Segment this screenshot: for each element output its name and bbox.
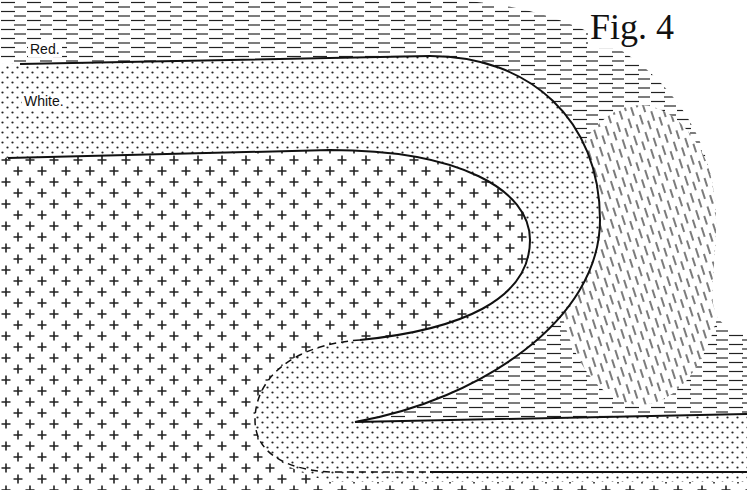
granite-core (0, 150, 747, 490)
inferred-boundary (255, 340, 430, 472)
white-layer (0, 56, 747, 490)
granite-boundary (8, 150, 530, 340)
layer-label: Red. (28, 42, 62, 57)
figure-number: Fig. 4 (588, 8, 676, 48)
red-white-boundary (20, 56, 747, 422)
layer-label: White. (22, 94, 66, 109)
granite-boundary-lower (430, 471, 747, 473)
